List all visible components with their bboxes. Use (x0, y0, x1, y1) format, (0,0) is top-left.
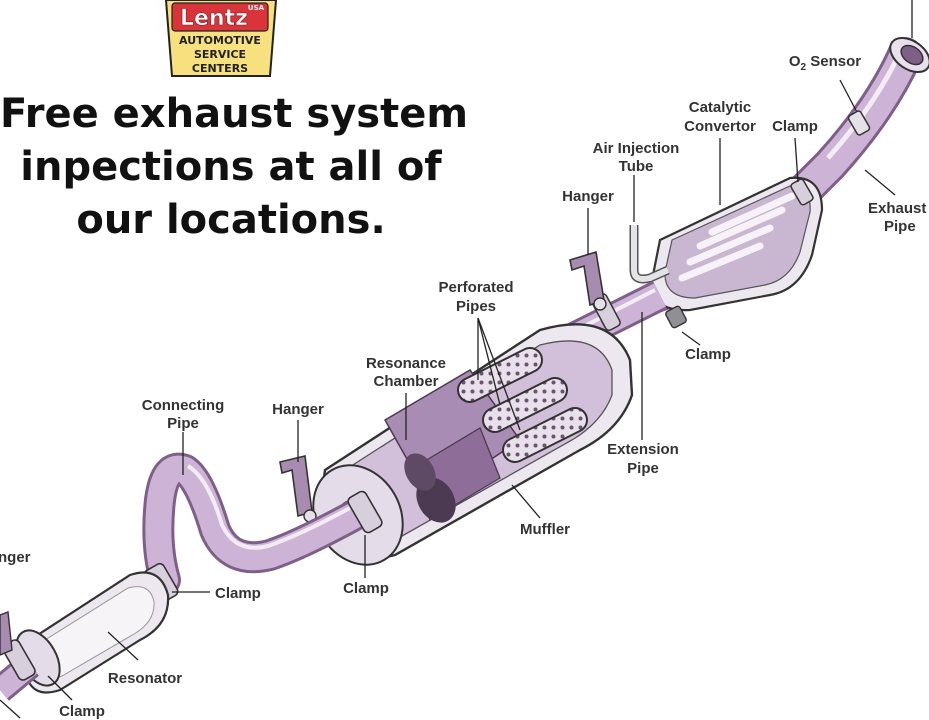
label-catalytic-line1: Catalytic (689, 99, 752, 116)
label-o2-sensor: O2 Sensor (789, 53, 861, 73)
label-perforated-line1: Perforated (438, 279, 513, 296)
label-perforated-line2: Pipes (456, 298, 496, 315)
label-clamp-bottom: Clamp (59, 703, 105, 720)
label-hanger-top: Hanger (562, 188, 614, 205)
leader-lines (0, 137, 896, 719)
label-clamp-top: Clamp (772, 118, 818, 135)
exhaust-pipe (787, 0, 929, 208)
label-muffler: Muffler (520, 521, 570, 538)
label-clamp-mid-right: Clamp (685, 346, 731, 363)
logo-brand: Lentz (180, 6, 248, 31)
muffler (312, 323, 634, 566)
hanger-top (569, 250, 607, 311)
o2-sensor (839, 79, 871, 136)
label-air-injection-line1: Air Injection (593, 140, 680, 157)
label-connecting-line2: Pipe (167, 415, 199, 432)
hanger-mid (279, 455, 317, 523)
air-injection-tube (629, 225, 670, 284)
label-extension-line2: Pipe (627, 460, 659, 477)
logo-line1: AUTOMOTIVE (179, 34, 261, 47)
logo-line2: SERVICE (194, 48, 246, 61)
label-resonator: Resonator (108, 670, 182, 687)
logo-line3: CENTERS (192, 62, 248, 75)
label-clamp-mid: Clamp (343, 580, 389, 597)
label-connecting-line1: Connecting (142, 397, 225, 414)
resonator (0, 571, 170, 701)
headline-line1: Free exhaust system (0, 91, 469, 137)
headline-line2: inpections at all of (20, 144, 442, 190)
label-extension-line1: Extension (607, 441, 679, 458)
label-catalytic-line2: Convertor (684, 118, 756, 135)
catalytic-convertor (645, 176, 824, 315)
label-air-injection-line2: Tube (619, 158, 654, 175)
label-clamp-connecting: Clamp (215, 585, 261, 602)
promo-headline: Free exhaust system inpections at all of… (0, 88, 469, 247)
component-labels: O2 Sensor Catalytic Convertor Clamp Air … (0, 53, 926, 720)
lentz-logo: Lentz USA AUTOMOTIVE SERVICE CENTERS (164, 0, 278, 77)
label-hanger-mid: Hanger (272, 401, 324, 418)
label-resonance-line1: Resonance (366, 355, 446, 372)
label-exhaust-line2: Pipe (884, 218, 916, 235)
headline-line3: our locations. (76, 197, 386, 243)
label-resonance-line2: Chamber (373, 373, 438, 390)
logo-country: USA (248, 4, 265, 12)
label-hanger-left: nger (0, 549, 31, 566)
label-exhaust-line1: Exhaust (868, 200, 926, 217)
